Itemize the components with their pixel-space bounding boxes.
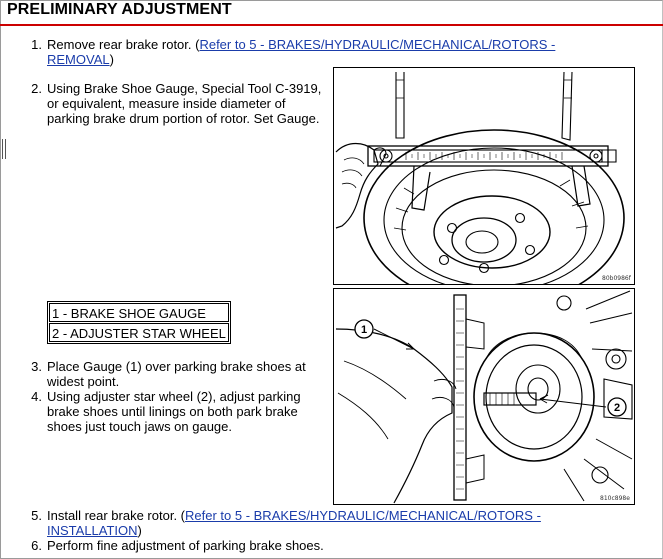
step-text: Remove rear brake rotor. (: [47, 37, 200, 52]
step-4: 4. Using adjuster star wheel (2), adjust…: [28, 389, 328, 437]
step-text-line: shoes just touch jaws on gauge.: [47, 419, 233, 434]
refer-link-rotors-installation-cont[interactable]: INSTALLATION: [47, 523, 138, 538]
step-number: 6.: [31, 538, 42, 553]
step-3: 3. Place Gauge (1) over parking brake sh…: [28, 359, 328, 391]
step-text-line: Perform fine adjustment of parking brake…: [47, 538, 324, 553]
step-number: 3.: [31, 359, 42, 374]
scroll-marker: [2, 139, 3, 159]
legend-row: 1 - BRAKE SHOE GAUGE: [49, 303, 229, 322]
gauge-adjust-illustration: 1 2 810c898e: [335, 290, 633, 504]
step-1: 1. Remove rear brake rotor. (Refer to 5 …: [28, 37, 588, 69]
legend-item: 2 - ADJUSTER STAR WHEEL: [49, 323, 229, 342]
step-text-line: brake shoes until linings on both park b…: [47, 404, 298, 419]
figure-gauge-adjust-shoes: 1 2 810c898e: [333, 288, 635, 505]
step-5: 5. Install rear brake rotor. (Refer to 5…: [28, 508, 588, 540]
step-text-line: Using adjuster star wheel (2), adjust pa…: [47, 389, 301, 404]
callout-2-circle: [607, 397, 627, 417]
callout-1-circle: [354, 319, 374, 339]
step-text-line: parking brake drum portion of rotor. Set…: [47, 111, 320, 126]
legend-row: 2 - ADJUSTER STAR WHEEL: [49, 323, 229, 342]
legend-item: 1 - BRAKE SHOE GAUGE: [49, 303, 229, 322]
step-text-line: Using Brake Shoe Gauge, Special Tool C-3…: [47, 81, 322, 96]
step-text: ): [109, 52, 114, 67]
step-number: 4.: [31, 389, 42, 404]
refer-link-rotors-removal[interactable]: Refer to 5 - BRAKES/HYDRAULIC/MECHANICAL…: [199, 37, 556, 52]
section-title: PRELIMINARY ADJUSTMENT: [7, 1, 232, 18]
figure-code: 810c898e: [600, 495, 630, 502]
figure-legend: 1 - BRAKE SHOE GAUGE 2 - ADJUSTER STAR W…: [47, 301, 231, 344]
step-text-line: widest point.: [47, 374, 120, 389]
callout-1-label: 1: [361, 324, 367, 336]
title-divider: [0, 24, 663, 26]
step-text: ): [137, 523, 142, 538]
scroll-marker: [5, 139, 6, 159]
figure-gauge-measure-drum: 80b0986f: [333, 67, 635, 285]
step-text-line: Place Gauge (1) over parking brake shoes…: [47, 359, 306, 374]
refer-link-rotors-installation[interactable]: Refer to 5 - BRAKES/HYDRAULIC/MECHANICAL…: [185, 508, 541, 523]
step-number: 1.: [31, 37, 42, 52]
step-6: 6. Perform fine adjustment of parking br…: [28, 538, 588, 554]
step-2: 2. Using Brake Shoe Gauge, Special Tool …: [28, 81, 328, 129]
figure-code: 80b0986f: [602, 275, 632, 282]
gauge-measure-illustration: 80b0986f: [335, 71, 632, 284]
refer-link-rotors-removal-cont[interactable]: REMOVAL: [47, 52, 110, 67]
step-number: 2.: [31, 81, 42, 96]
step-text-line: or equivalent, measure inside diameter o…: [47, 96, 286, 111]
callout-2-label: 2: [614, 402, 620, 414]
step-number: 5.: [31, 508, 42, 523]
step-text: Install rear brake rotor. (: [47, 508, 185, 523]
